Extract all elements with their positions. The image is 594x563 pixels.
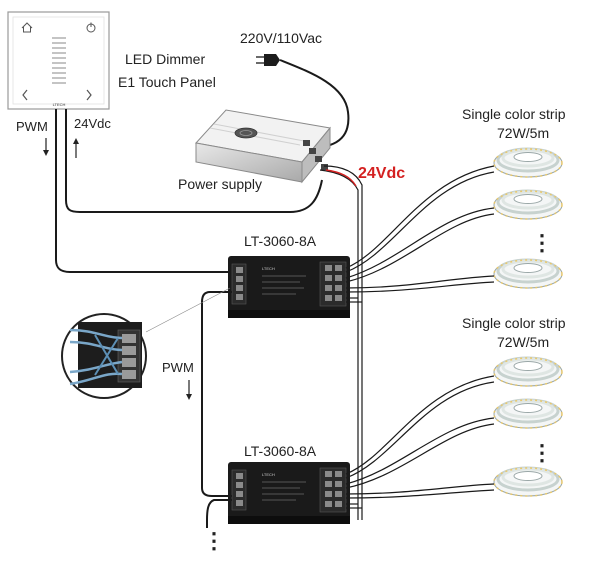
strip-wire [345,381,495,479]
dc-output-cable [323,165,363,520]
amplifier-2-brand: LTECH [262,472,275,477]
home-icon [21,22,33,33]
strip-group-1-power: 72W/5m [497,125,549,141]
strip-wire [345,213,495,283]
power-supply-label: Power supply [178,176,262,192]
panel-power-cable [65,109,323,213]
power-supply-unit [195,109,331,184]
mains-cable [279,59,350,146]
zoom-leader-line [145,287,231,333]
pwm-continue-cable [206,499,232,528]
led-strip-reel [492,356,564,388]
pwm-label-mid: PWM [162,360,194,375]
amplifier-1: LTECH [228,256,350,318]
panel-power-label: 24Vdc [74,116,111,131]
chevron-left-icon [22,89,28,101]
continuation-dots-icon: ⋮ [203,528,225,553]
power-icon [86,22,96,33]
led-strip-reel [492,398,564,430]
fan-icon [234,127,258,139]
strip-wire [345,207,495,279]
strip-wire [345,281,495,293]
dc-output-red-wire [325,169,357,187]
strip-wire [345,417,495,485]
brightness-slider [52,37,66,84]
led-strip-reel [492,147,564,179]
strip-wire [345,171,495,273]
panel-logo: LTECH [53,102,66,107]
amplifier-2: LTECH [228,462,350,524]
touch-panel: LTECH [7,11,110,110]
panel-subtitle: E1 Touch Panel [118,74,216,90]
power-arrow-up-icon [73,138,79,158]
strip-group-2-more-icon: ⋮ [531,440,553,465]
panel-title: LED Dimmer [125,51,205,67]
strip-group-1-more-icon: ⋮ [531,230,553,255]
strip-wire [345,165,495,269]
mains-label: 220V/110Vac [240,30,322,46]
pwm-arrow-down-icon [43,138,49,156]
led-strip-reel [492,258,564,290]
amplifier-1-output-terminals [319,261,347,307]
amplifier-1-label: LT-3060-8A [244,233,317,249]
strip-wire [345,483,495,495]
strip-group-2-power: 72W/5m [497,334,549,350]
amplifier-2-label: LT-3060-8A [244,443,317,459]
pwm-arrow-down-mid-icon [186,380,192,400]
strip-wire [345,489,495,499]
strip-wire [345,275,495,289]
supply-voltage-label: 24Vdc [358,165,405,182]
led-strip-reel [492,466,564,498]
pwm-label-top: PWM [16,119,48,134]
strip-group-2-title: Single color strip [462,315,566,331]
pwm-link-cable [201,291,232,497]
amplifier-2-output-terminals [319,467,347,513]
dc-output-cable-2 [319,169,359,520]
panel-pwm-cable [55,109,232,273]
strip-group-1-title: Single color strip [462,106,566,122]
strip-wire [345,375,495,475]
amplifier-2-input-terminals [231,469,247,511]
led-strip-reel [492,189,564,221]
amplifier-1-input-terminals [231,263,247,305]
terminal-detail-zoom [61,313,147,399]
psu-terminals [303,140,328,170]
amplifier-1-brand: LTECH [262,266,275,271]
plug-icon [256,54,280,66]
strip-wire [345,423,495,489]
chevron-right-icon [86,89,92,101]
